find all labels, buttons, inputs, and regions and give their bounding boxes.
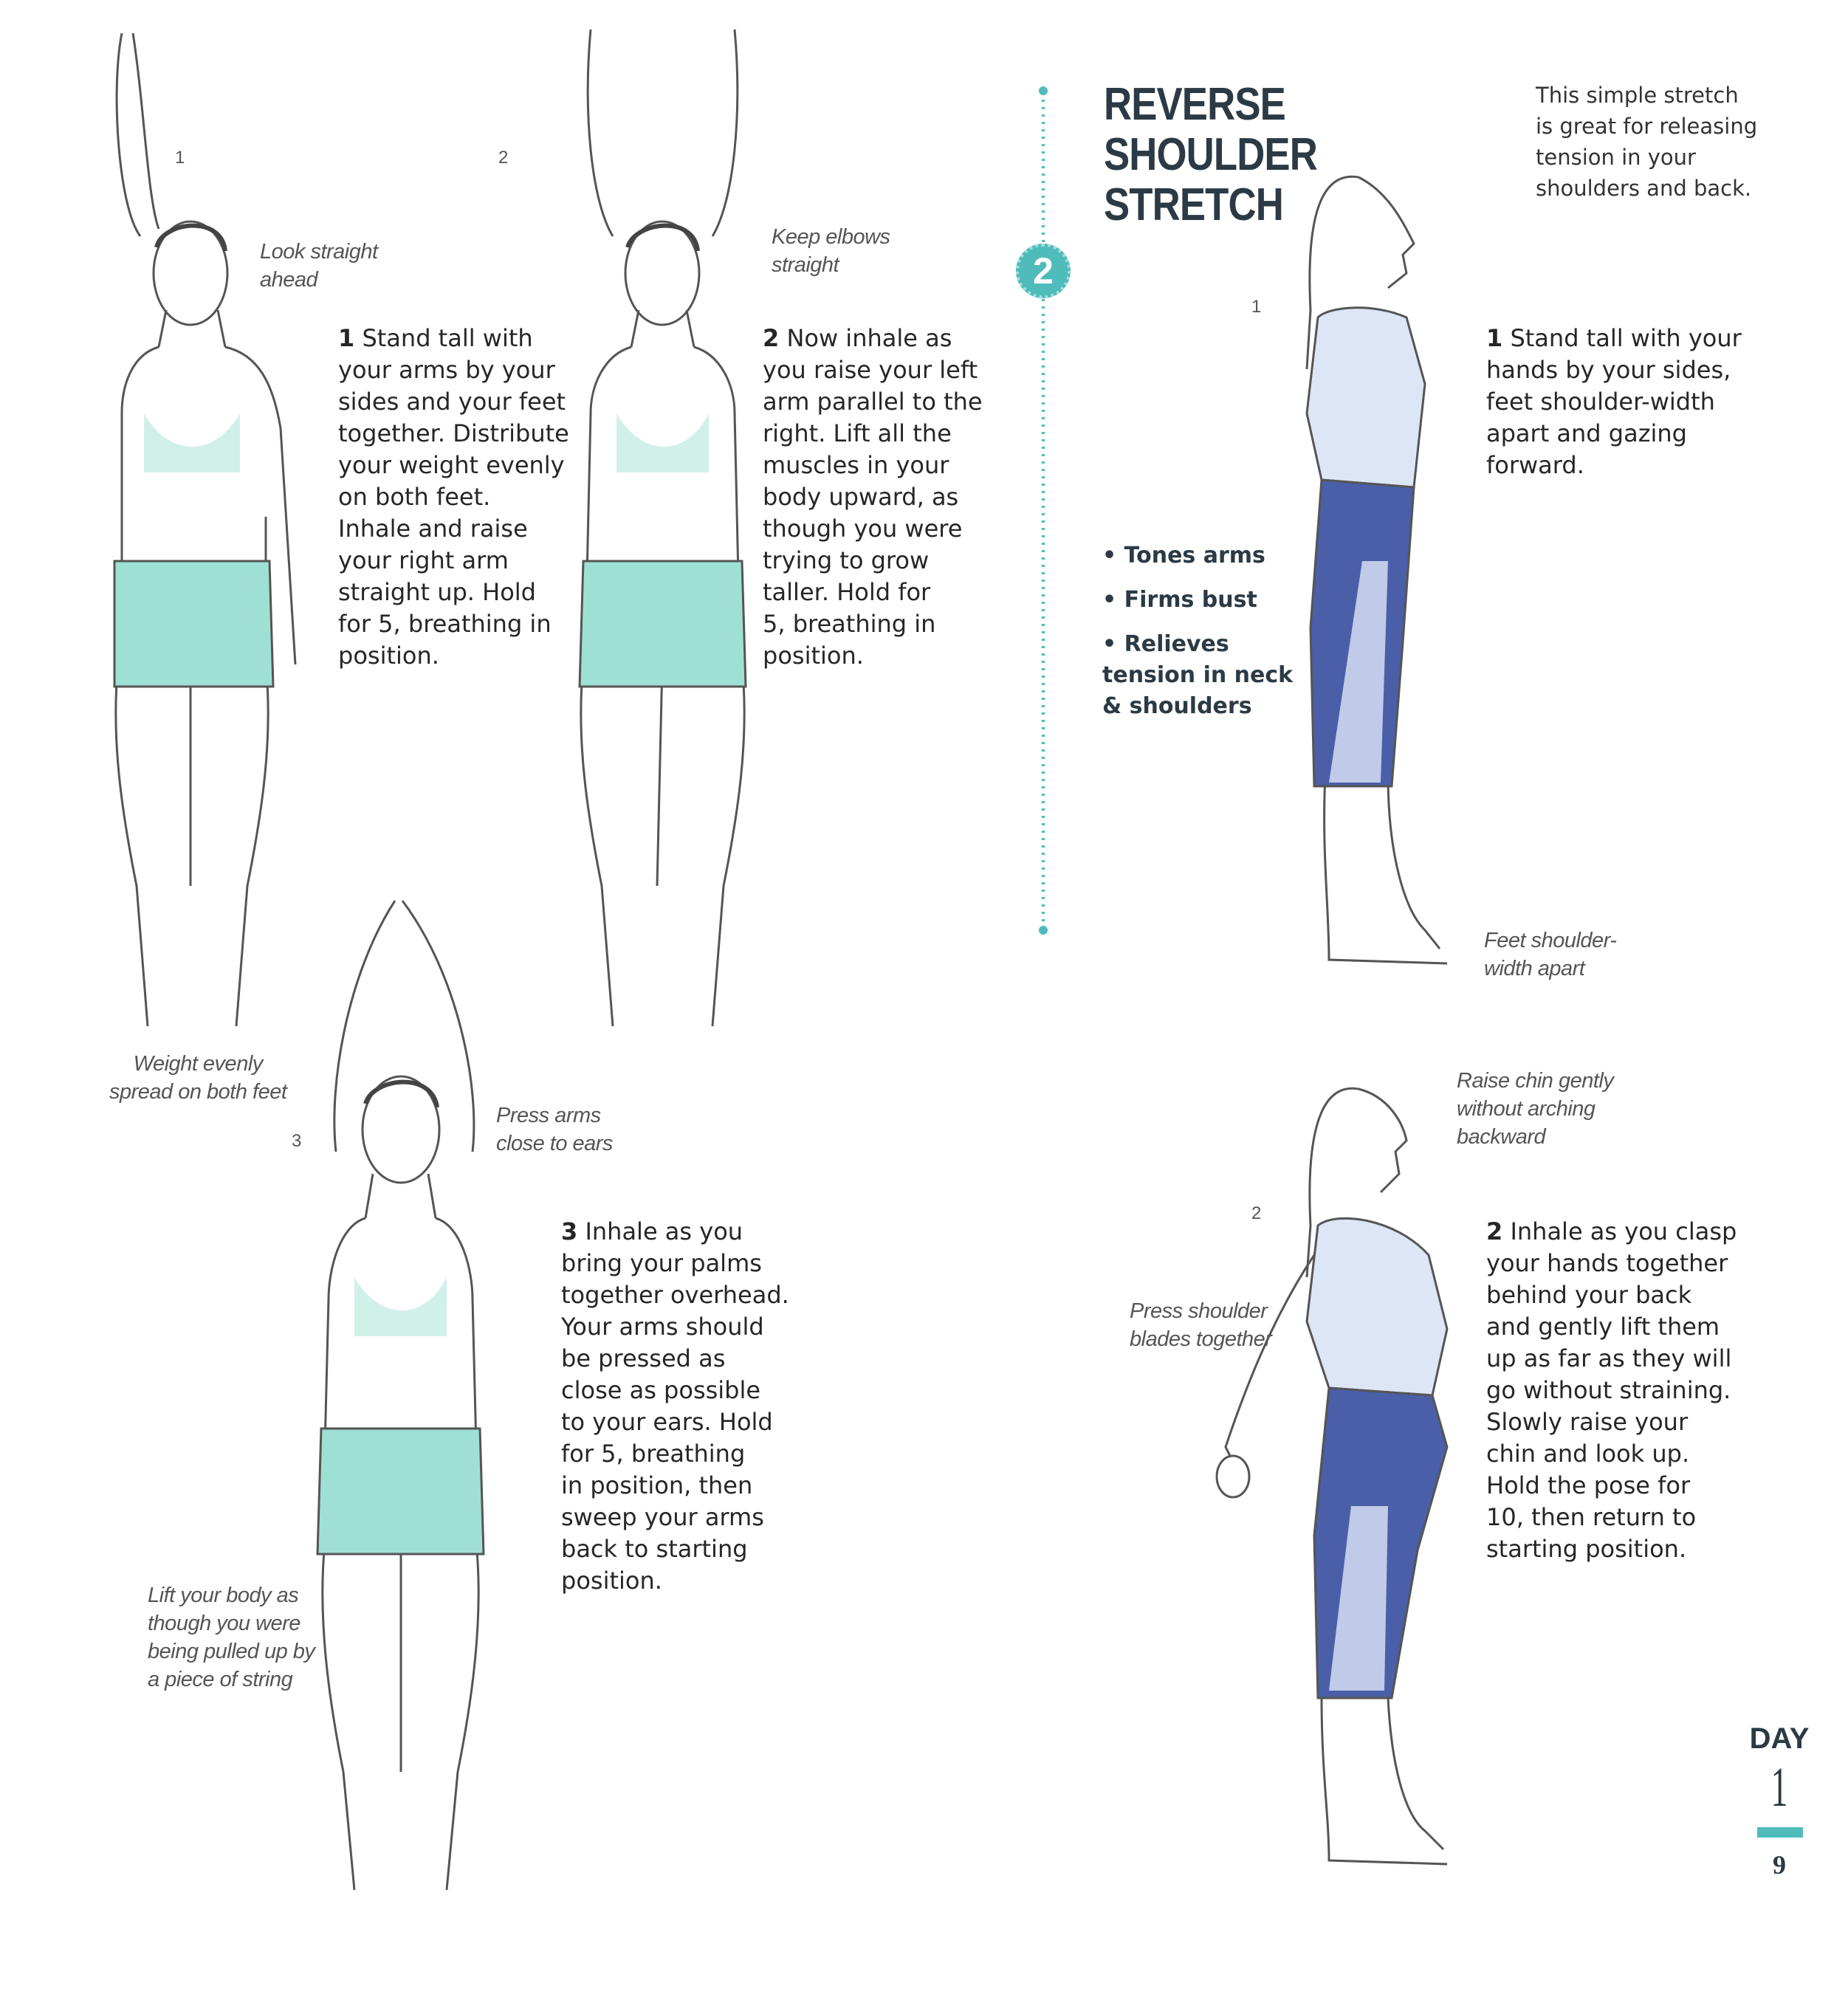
exercise-number-badge: 2 [1016,244,1071,298]
step-1-body: Stand tall with your arms by your sides … [338,324,569,670]
figure-3-illustration [316,900,485,1891]
annotation-feet: Feet shoulder- width apart [1484,929,1617,980]
side-figure-1-number: 1 [1251,297,1262,317]
figure-1-number: 1 [175,148,185,168]
annotation-blades: Press shoulder blades together [1130,1299,1272,1351]
right-step-2-text: 2 Inhale as you clasp your hands togethe… [1486,1216,1774,1565]
exercise-intro: This simple stretch is great for releasi… [1536,83,1758,201]
step-2-number: 2 [763,324,780,352]
annotation-press-arms: Press arms close to ears [496,1104,613,1155]
right-step-1-text: 1 Stand tall with your hands by your sid… [1486,323,1767,481]
step-1-text: 1 Stand tall with your arms by your side… [338,323,582,672]
page-number: 9 [1773,1850,1786,1880]
right-step-2-body: Inhale as you clasp your hands together … [1486,1217,1737,1563]
benefits-list: • Tones arms • Firms bust • Relieves ten… [1102,540,1293,722]
figure-1-illustration [113,32,297,1027]
exercise-title: REVERSE SHOULDER STRETCH [1104,79,1318,230]
step-3-text: 3 Inhale as you bring your palms togethe… [561,1216,827,1597]
right-step-1-body: Stand tall with your hands by your sides… [1486,324,1742,479]
day-label: DAY [1749,1722,1810,1755]
day-accent-bar [1757,1827,1803,1838]
step-2-body: Now inhale as you raise your left arm pa… [763,324,983,670]
benefit-relieves-tension: • Relieves tension in neck & shoulders [1102,631,1294,719]
step-1-number: 1 [338,324,355,352]
section-divider [1039,86,1048,935]
side-figure-1-illustration [1305,175,1448,965]
day-number: 1 [1770,1756,1788,1818]
annotation-lift-body: Lift your body as though you were being … [148,1584,315,1691]
annotation-elbows: Keep elbows straight [772,225,890,277]
benefit-firms-bust: • Firms bust [1102,587,1257,613]
figure-2-number: 2 [498,148,509,168]
side-figure-2-number: 2 [1251,1203,1262,1223]
step-3-body: Inhale as you bring your palms together … [561,1217,789,1595]
step-3-number: 3 [561,1217,578,1245]
step-2-text: 2 Now inhale as you raise your left arm … [763,323,1014,672]
benefit-tones-arms: • Tones arms [1102,543,1265,568]
annotation-weight: Weight evenly spread on both feet [109,1052,287,1104]
annotation-look-ahead: Look straight ahead [260,240,378,292]
side-figure-2-illustration [1215,1087,1449,1866]
right-step-2-number: 2 [1486,1217,1503,1245]
figure-3-number: 3 [292,1131,302,1151]
right-step-1-number: 1 [1486,324,1503,352]
figure-2-illustration [578,29,747,1027]
annotation-chin: Raise chin gently without arching backwa… [1457,1069,1614,1149]
